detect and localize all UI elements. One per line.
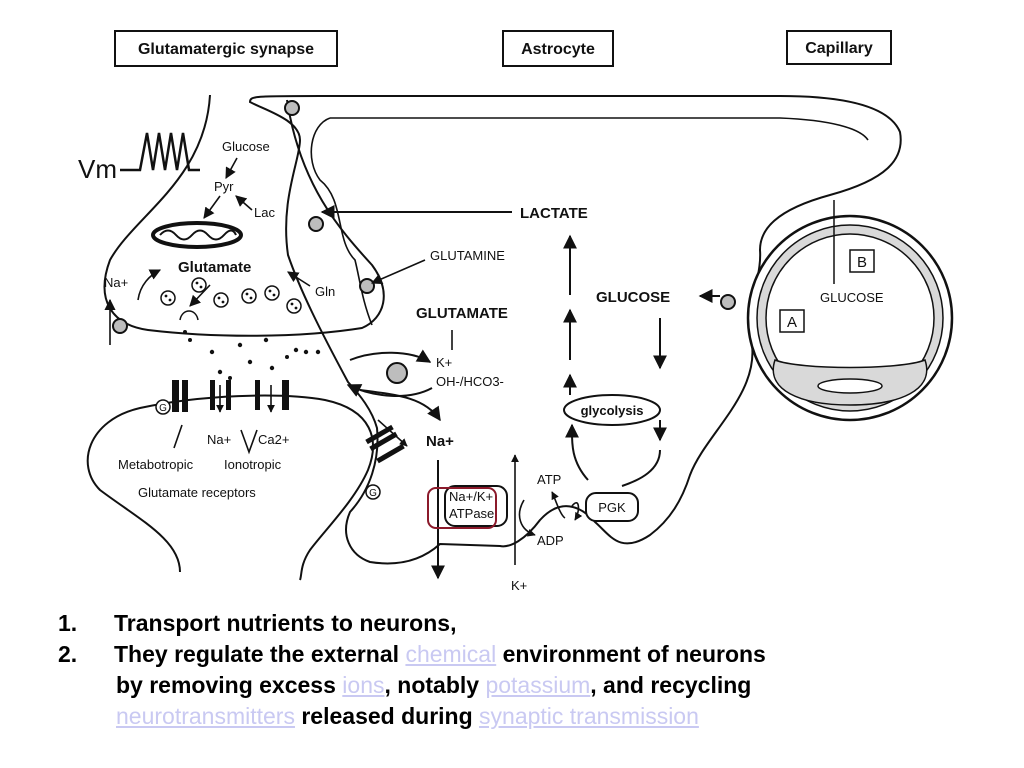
mitochondrion [151,221,243,249]
box-a-label: A [787,314,797,331]
box-b-label: B [857,254,867,271]
glycolysis-label: glycolysis [581,403,644,418]
pgk-node: PGK [585,492,639,522]
lactate-label: LACTATE [520,205,588,222]
note-2-text-e: , and recycling [590,672,752,698]
glycolysis-node: glycolysis [563,394,661,426]
glutamate-receptors-label: Glutamate receptors [138,485,256,500]
membrane-potential-trace: Vm [78,132,200,184]
header-capillary: Capillary [786,30,892,65]
note-2-text-c: by removing excess [116,672,343,698]
synaptic-vesicles [160,277,302,314]
receptor-ca-label: Ca2+ [258,432,289,447]
link-potassium[interactable]: potassium [485,672,591,698]
ionotropic-label: Ionotropic [224,457,282,472]
note-2-text-f: released during [294,703,480,729]
oh-hco3-label: OH-/HCO3- [436,374,504,389]
note-2-text-b: environment of neurons [496,641,766,667]
header-astrocyte: Astrocyte [502,30,614,67]
link-chemical[interactable]: chemical [405,641,497,667]
postsynaptic-neuron [86,394,374,581]
neuron-pyr-label: Pyr [214,179,234,194]
neuron-na-label: Na+ [104,275,128,290]
link-ions[interactable]: ions [342,672,385,698]
neuron-gln-label: Gln [315,284,335,299]
pgk-label: PGK [598,500,626,515]
transporters [112,100,736,384]
astrocyte-outline [248,94,902,565]
vm-label: Vm [78,154,117,184]
notes: 1. Transport nutrients to neurons, 2. Th… [58,608,1008,732]
na-k-atpase: Na+/K+ ATPase [427,485,508,529]
adp-label: ADP [537,533,564,548]
atp-label: ATP [537,472,561,487]
g-bottom-label: G [369,488,377,499]
header-synapse: Glutamatergic synapse [114,30,338,67]
astrocyte-neuron-diagram: Glutamatergic synapse Astrocyte Capillar… [78,30,954,593]
link-synaptic-transmission[interactable]: synaptic transmission [479,703,699,729]
astrocyte-na-label: Na+ [426,433,454,450]
capillary-box-b: B [849,249,875,273]
astrocyte-glucose-label: GLUCOSE [596,289,670,306]
note-2-text-a: They regulate the external [114,641,406,667]
link-neurotransmitters[interactable]: neurotransmitters [116,703,295,729]
presynaptic-terminal [103,94,385,337]
neuron-glutamate-label: Glutamate [178,259,251,276]
metabotropic-label: Metabotropic [118,457,194,472]
header-capillary-label: Capillary [805,40,873,57]
note-1-number: 1. [58,610,78,636]
g-protein-top: G [155,399,171,415]
receptor-na-label: Na+ [207,432,231,447]
glutamate-receptors [172,380,289,412]
capillary-glucose-label: GLUCOSE [820,290,884,305]
note-2-line-3: neurotransmitters released during synapt… [58,701,1008,732]
note-item-2: 2. They regulate the external chemical e… [58,639,1008,670]
capillary-vessel [746,214,954,422]
astrocyte-glutamate-label: GLUTAMATE [416,305,508,322]
note-item-1: 1. Transport nutrients to neurons, [58,608,1008,639]
header-synapse-label: Glutamatergic synapse [138,41,314,58]
g-top-label: G [159,403,167,414]
glutamate-release-dots [183,330,321,380]
atpase-line2: ATPase [449,506,494,521]
astrocyte-receptors: G [365,419,408,500]
atpase-highlight [427,487,497,529]
glutamine-label: GLUTAMINE [430,248,505,263]
note-2-number: 2. [58,641,78,667]
k-out-label: K+ [511,578,527,593]
note-2-text-d: , notably [384,672,486,698]
note-2-line-2: by removing excess ions, notably potassi… [58,670,1008,701]
k-plus-label: K+ [436,355,452,370]
neuron-glucose-label: Glucose [222,139,270,154]
neuron-lac-label: Lac [254,205,275,220]
capillary-box-a: A [779,309,805,333]
header-astrocyte-label: Astrocyte [521,41,595,58]
atpase-line1: Na+/K+ [449,489,493,504]
note-1-text: Transport nutrients to neurons, [114,610,457,636]
note-2-line-1: They regulate the external chemical envi… [114,639,766,670]
